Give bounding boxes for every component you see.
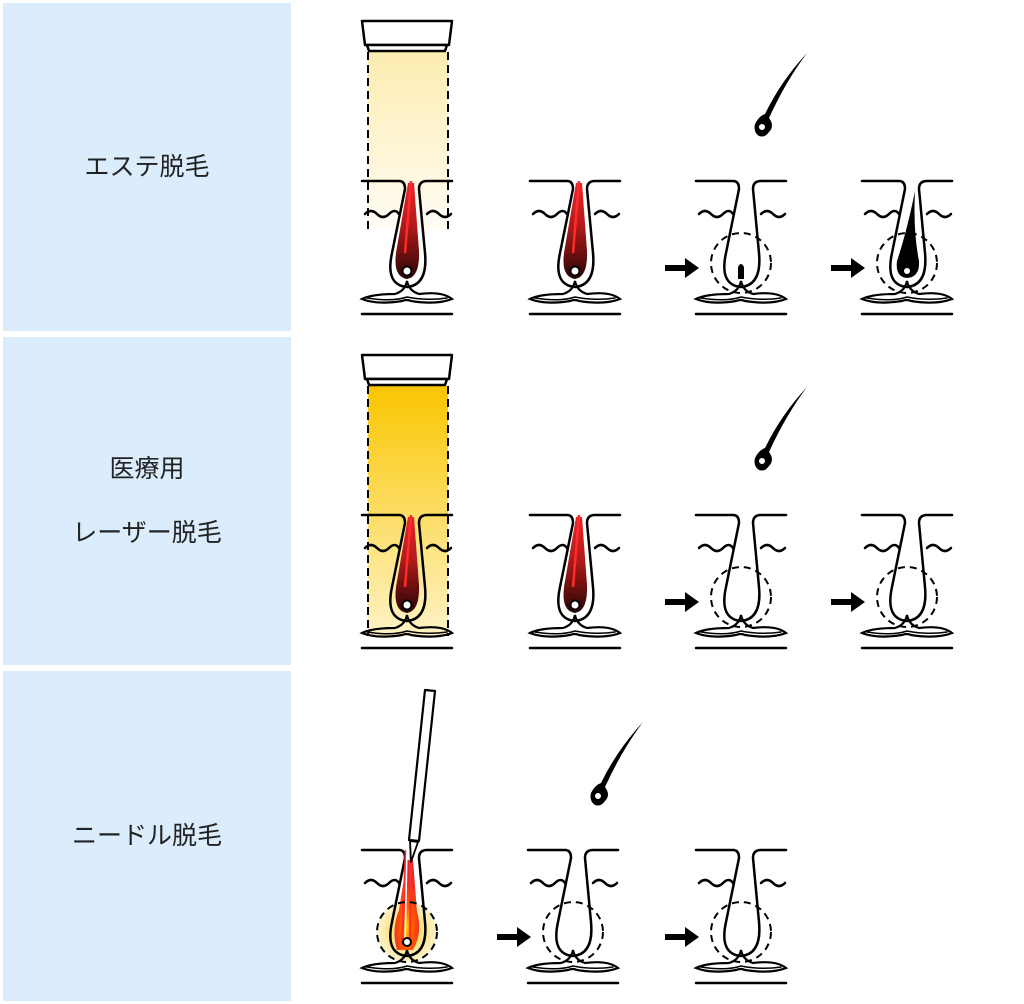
esthetic-step3 <box>665 53 807 316</box>
row-needle-diagram <box>360 688 788 985</box>
row-label-esthetic: エステ脱毛 <box>3 3 291 331</box>
esthetic-step2 <box>528 179 622 316</box>
skin-follicle-icon <box>526 848 620 985</box>
light-handpiece-icon <box>360 19 454 53</box>
needle-step1-treatment <box>360 688 454 985</box>
arrow-right-icon <box>831 258 865 278</box>
esthetic-step1-light-treatment <box>360 19 454 316</box>
label-needle-hair-removal: ニードル脱毛 <box>71 821 222 850</box>
skin-follicle-icon <box>694 179 788 316</box>
arrow-right-icon <box>665 258 699 278</box>
label-laser-hair-removal: レーザー脱毛 <box>72 518 222 547</box>
heated-hair-icon <box>562 179 589 281</box>
laser-step2 <box>528 513 622 650</box>
heated-hair-icon <box>562 513 589 615</box>
laser-step4-no-regrowth <box>831 513 954 650</box>
skin-follicle-icon <box>694 848 788 985</box>
falling-hair-icon <box>754 387 807 471</box>
arrow-right-icon <box>497 927 531 947</box>
row-esthetic-diagram <box>360 19 954 316</box>
row-laser-diagram <box>360 353 954 650</box>
laser-step1-treatment <box>360 353 454 650</box>
label-medical: 医療用 <box>109 454 185 483</box>
laser-handpiece-icon <box>360 353 454 387</box>
arrow-right-icon <box>665 927 699 947</box>
falling-hair-icon <box>754 53 807 137</box>
arrow-right-icon <box>831 592 865 612</box>
arrow-right-icon <box>665 592 699 612</box>
needle-step2 <box>497 722 643 985</box>
needle-step3-no-regrowth <box>665 848 788 985</box>
label-esthetic-hair-removal: エステ脱毛 <box>84 152 210 181</box>
skin-follicle-icon <box>694 513 788 650</box>
falling-hair-icon <box>590 722 643 806</box>
row-label-needle: ニードル脱毛 <box>3 671 291 1001</box>
row-label-medical-laser: 医療用 レーザー脱毛 <box>3 337 291 665</box>
needle-probe-icon <box>407 688 437 863</box>
skin-follicle-icon <box>860 513 954 650</box>
esthetic-step4-regrowth <box>831 179 954 316</box>
laser-step3 <box>665 387 807 650</box>
